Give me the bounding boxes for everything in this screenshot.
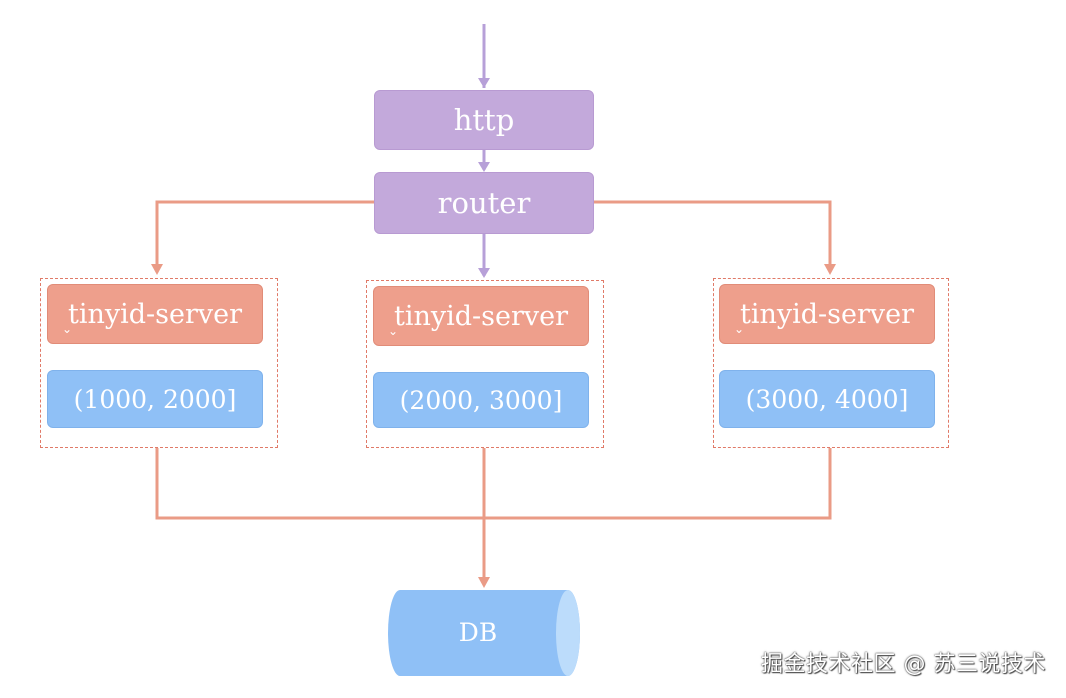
- server-3-label: tinyid-server: [739, 298, 915, 330]
- id-range-2: (2000, 3000]: [373, 372, 589, 428]
- server-3-to-db-line: [484, 448, 832, 520]
- id-range-3: (3000, 4000]: [719, 370, 935, 428]
- http-label: http: [453, 103, 515, 137]
- http-node: http: [374, 90, 594, 150]
- router-label: router: [437, 186, 531, 220]
- server-group-1: [40, 278, 278, 448]
- tinyid-server-3: tinyid-server ⌄: [719, 284, 935, 344]
- router-node: router: [374, 172, 594, 234]
- db-cylinder: [388, 590, 580, 676]
- server-1-to-db-line: [155, 448, 484, 520]
- server-group-2: [366, 280, 604, 448]
- router-to-server-3-arrow: [594, 200, 832, 264]
- range-3-label: (3000, 4000]: [745, 384, 909, 414]
- tinyid-server-2: tinyid-server ⌄: [373, 286, 589, 346]
- caret-icon: ⌄: [388, 324, 399, 338]
- router-to-server-1-arrow: [155, 200, 374, 264]
- range-1-label: (1000, 2000]: [73, 384, 237, 414]
- tinyid-server-1: tinyid-server ⌄: [47, 284, 263, 344]
- server-group-3: [713, 278, 949, 448]
- db-label: DB: [458, 617, 498, 647]
- id-range-1: (1000, 2000]: [47, 370, 263, 428]
- caret-icon: ⌄: [62, 322, 73, 336]
- caret-icon: ⌄: [734, 322, 745, 336]
- watermark: 掘金技术社区 @ 苏三说技术: [761, 652, 1046, 677]
- range-2-label: (2000, 3000]: [399, 385, 563, 415]
- server-1-label: tinyid-server: [67, 298, 243, 330]
- server-2-label: tinyid-server: [393, 300, 569, 332]
